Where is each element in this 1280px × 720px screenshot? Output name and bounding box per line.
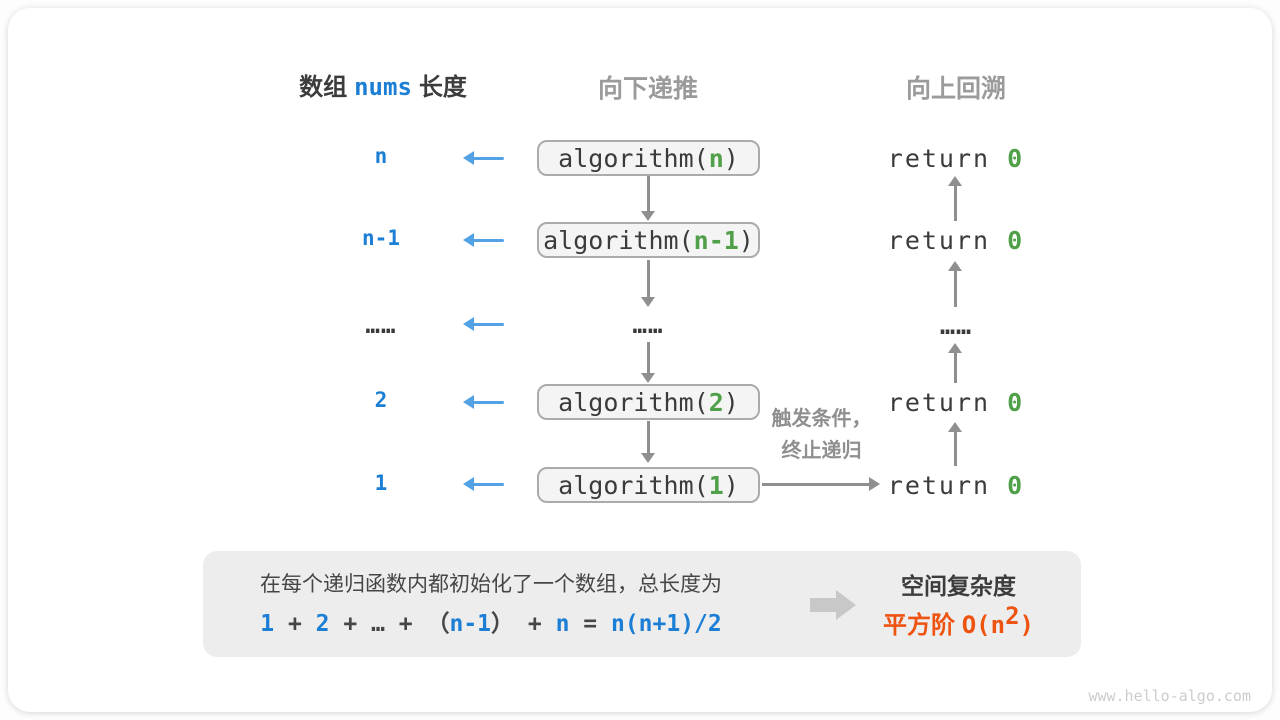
- formula-term: 2: [315, 611, 330, 637]
- return-statement: return 0: [856, 144, 1056, 173]
- ellipsis-label: ……: [939, 311, 973, 340]
- big-o-exponent: 2: [1005, 602, 1020, 630]
- arrow-up-icon: [948, 343, 963, 383]
- call-text: ): [738, 225, 754, 255]
- summary-text: 在每个递归函数内都初始化了一个数组，总长度为: [260, 573, 722, 596]
- call-arg: n-1: [693, 225, 739, 255]
- ellipsis-label: ……: [632, 311, 664, 339]
- algorithm-call-box: algorithm(n): [537, 140, 760, 176]
- return-value: 0: [1007, 144, 1025, 173]
- return-value: 0: [1007, 471, 1025, 500]
- column-header-recurse-down: 向下递推: [597, 75, 698, 103]
- big-o-close-paren: ): [1019, 611, 1034, 639]
- row-label: 1: [374, 471, 388, 495]
- arrow-right-icon: [762, 477, 880, 491]
- arrow-up-icon: [948, 422, 963, 466]
- termination-note-line1: 触发条件，: [771, 408, 872, 430]
- formula-term: n-1: [449, 611, 492, 637]
- return-statement: return 0: [856, 226, 1056, 255]
- big-o-notation: O(n: [961, 611, 1006, 639]
- arrow-down-icon: [641, 176, 656, 221]
- call-arg: n: [708, 143, 724, 173]
- header-array-pre: 数组: [299, 74, 348, 101]
- call-arg: 1: [708, 470, 724, 500]
- termination-note: 触发条件， 终止递归: [759, 403, 884, 467]
- return-keyword: return: [887, 226, 1008, 255]
- complexity-value: 平方阶 O(n2): [851, 602, 1066, 640]
- watermark: www.hello-algo.com: [1088, 687, 1251, 705]
- arrow-up-icon: [948, 261, 963, 307]
- formula-operator: =: [569, 611, 611, 637]
- formula-paren: （: [426, 611, 450, 637]
- row-label: n: [374, 144, 388, 168]
- header-array-post: 长度: [418, 74, 467, 101]
- return-value: 0: [1007, 388, 1025, 417]
- formula-result: n(n+1)/2: [610, 611, 722, 637]
- algorithm-call-box: algorithm(2): [537, 384, 760, 420]
- return-keyword: return: [887, 144, 1008, 173]
- complexity-title: 空间复杂度: [901, 573, 1016, 599]
- formula-operator: +: [329, 611, 372, 637]
- summary-formula: 1 + 2 + … + （n-1） + n = n(n+1)/2: [211, 604, 771, 638]
- formula-operator: +: [274, 611, 316, 637]
- arrow-left-icon: [463, 317, 504, 331]
- formula-term: n: [555, 611, 570, 637]
- return-statement: return 0: [856, 471, 1056, 500]
- arrow-up-icon: [948, 176, 963, 221]
- row-label: n-1: [362, 226, 400, 250]
- call-text: algorithm(: [543, 225, 694, 255]
- row-label: 2: [374, 388, 388, 412]
- call-arg: 2: [708, 387, 724, 417]
- formula-term: 1: [260, 611, 275, 637]
- algorithm-call-box: algorithm(n-1): [537, 222, 760, 258]
- arrow-down-icon: [641, 260, 656, 307]
- arrow-left-icon: [463, 477, 504, 491]
- block-arrow-right-icon: [810, 590, 856, 620]
- call-text: algorithm(: [558, 470, 709, 500]
- call-text: algorithm(: [558, 143, 709, 173]
- return-statement: return 0: [856, 388, 1056, 417]
- formula-operator: +: [384, 611, 427, 637]
- summary-panel: 在每个递归函数内都初始化了一个数组，总长度为 1 + 2 + … + （n-1）…: [203, 551, 1081, 657]
- return-keyword: return: [887, 388, 1008, 417]
- return-keyword: return: [887, 471, 1008, 500]
- call-text: ): [723, 143, 739, 173]
- arrow-down-icon: [641, 342, 656, 383]
- arrow-left-icon: [463, 395, 504, 409]
- formula-operator: +: [514, 611, 556, 637]
- call-text: ): [723, 470, 739, 500]
- call-text: algorithm(: [558, 387, 709, 417]
- termination-note-line2: 终止递归: [781, 440, 862, 462]
- complexity-order-label: 平方阶: [883, 612, 962, 639]
- formula-ellipsis: …: [371, 611, 385, 637]
- column-header-backtrack-up: 向上回溯: [905, 75, 1006, 103]
- arrow-down-icon: [641, 421, 656, 463]
- arrow-left-icon: [463, 151, 504, 165]
- header-array-code: nums: [354, 73, 412, 101]
- return-value: 0: [1007, 226, 1025, 255]
- algorithm-call-box: algorithm(1): [537, 467, 760, 503]
- ellipsis-label: ……: [365, 311, 397, 339]
- arrow-left-icon: [463, 233, 504, 247]
- call-text: ): [723, 387, 739, 417]
- formula-paren: ）: [491, 611, 515, 637]
